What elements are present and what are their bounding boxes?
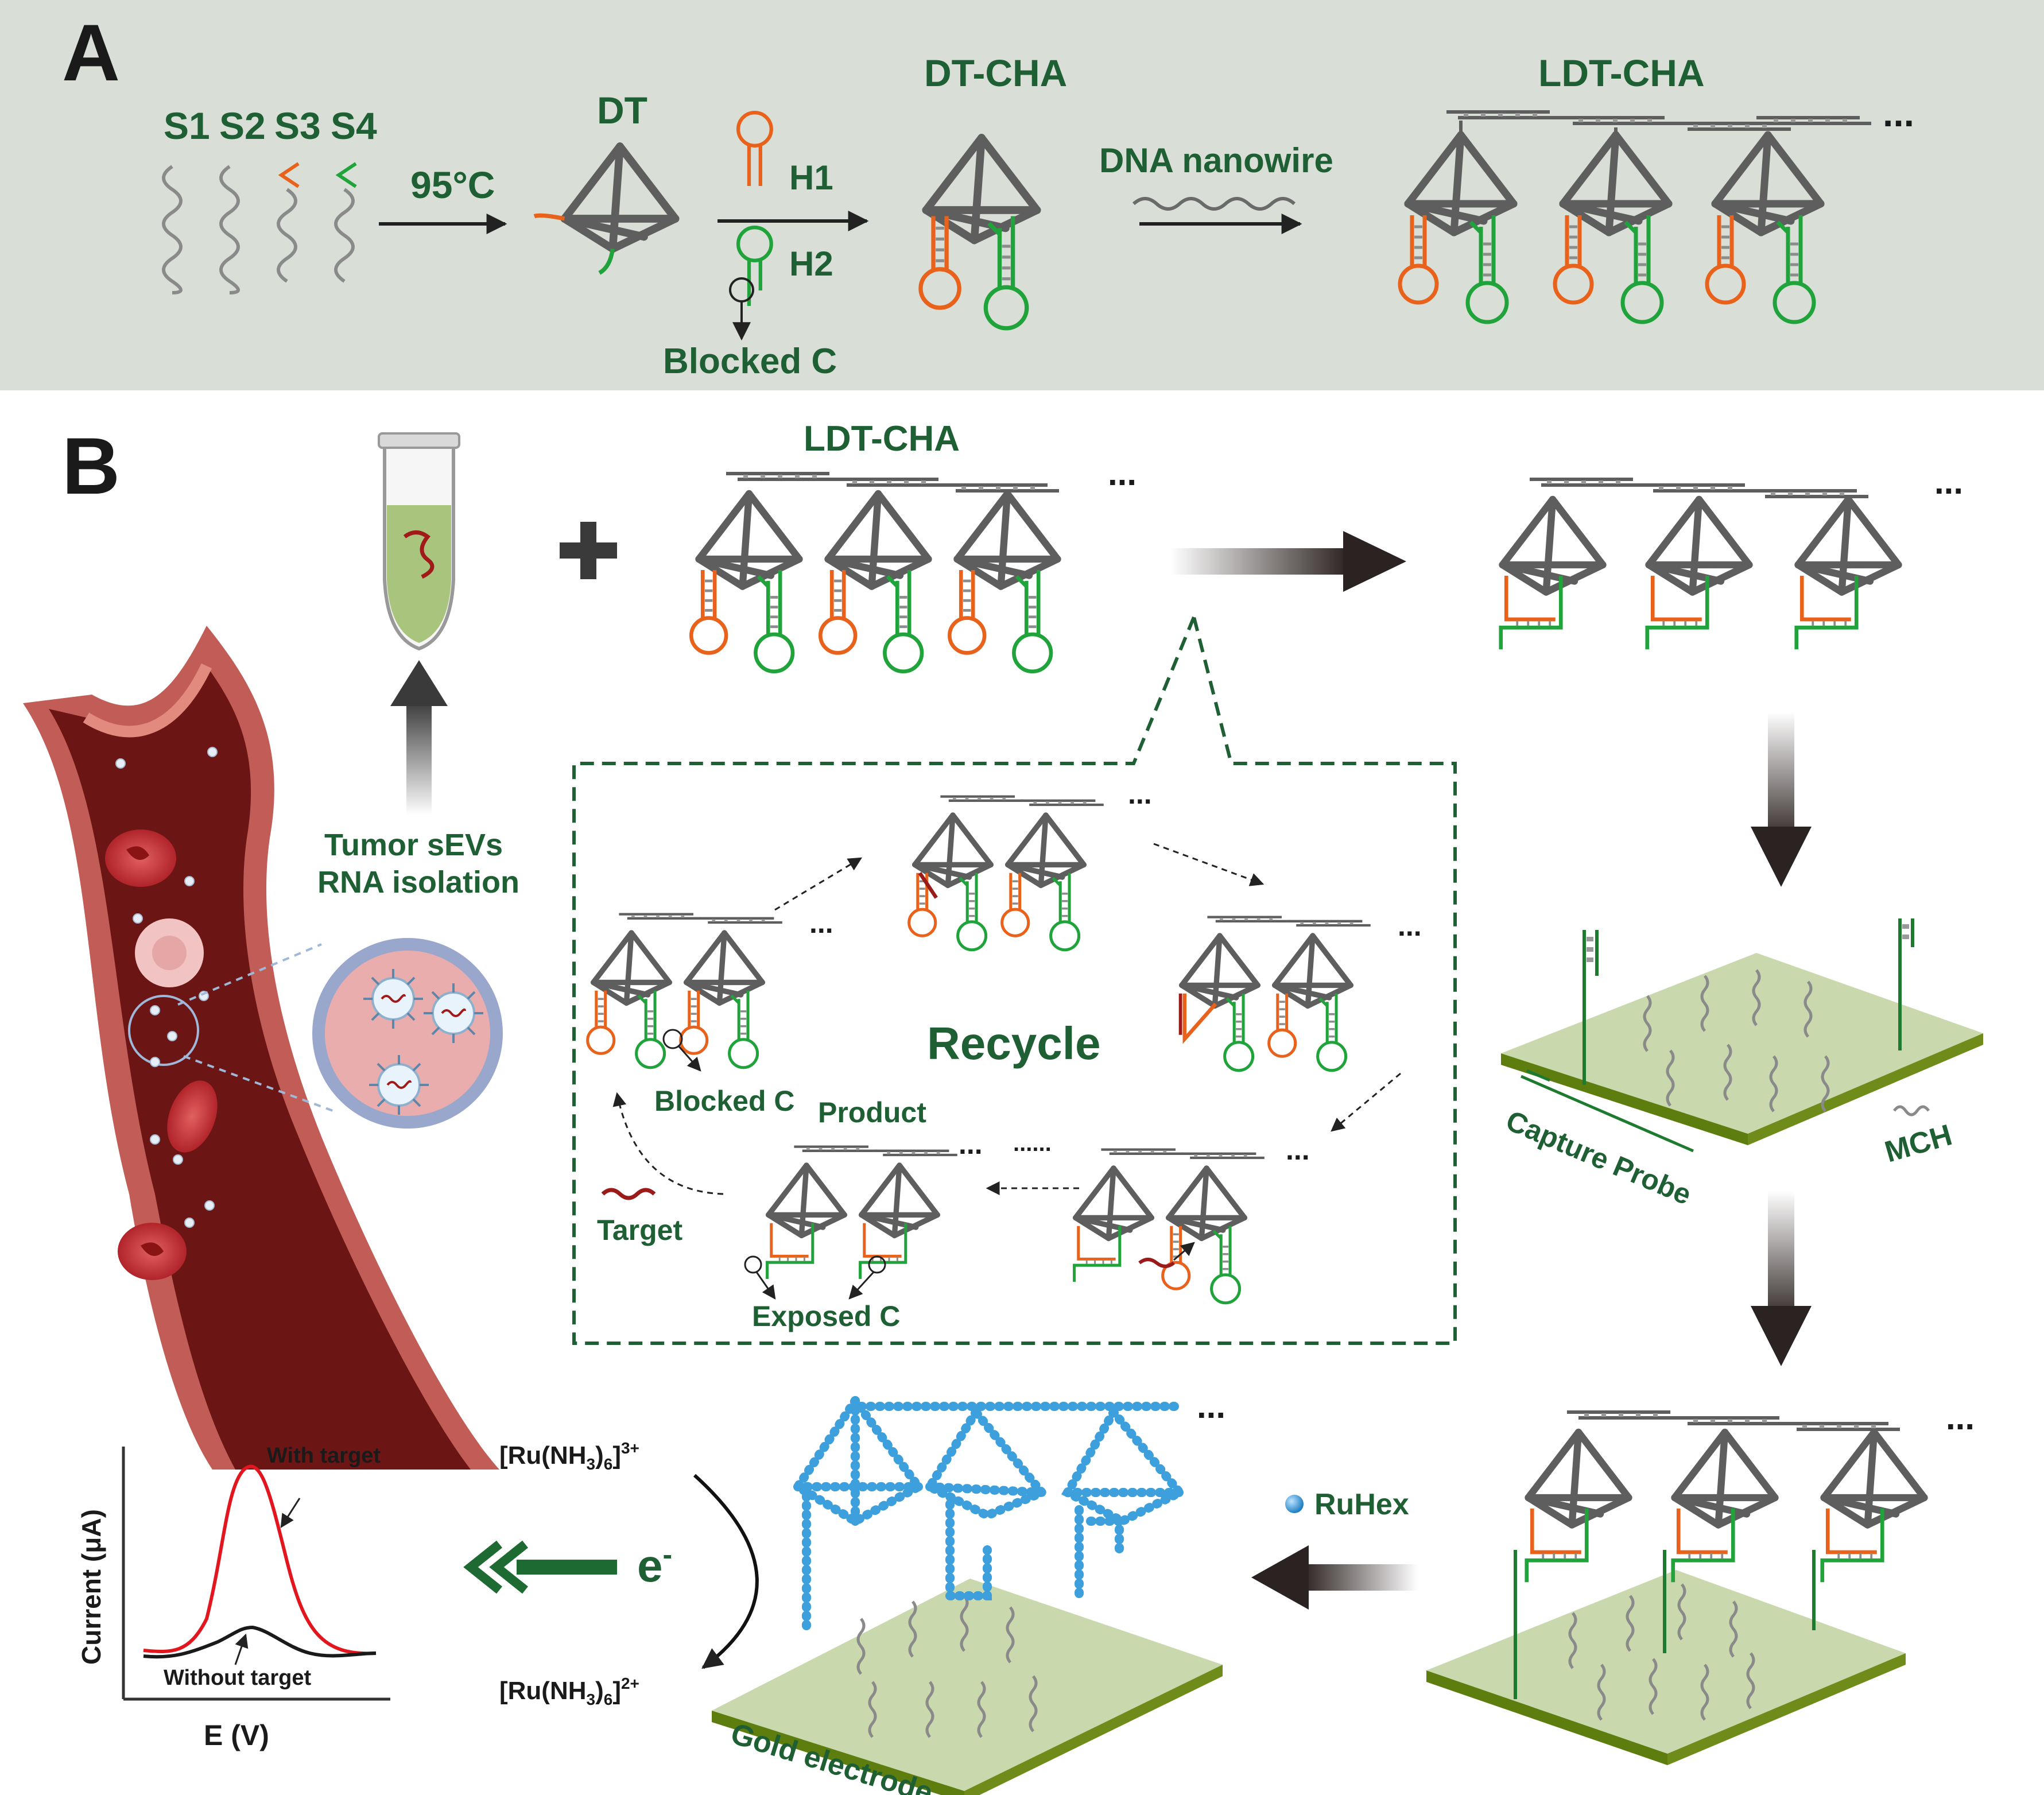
electron-transfer-arrow bbox=[463, 1540, 617, 1594]
strand-s1 bbox=[162, 165, 183, 294]
electron-label: e- bbox=[637, 1538, 672, 1591]
without-target-label: Without target bbox=[164, 1666, 312, 1690]
plus-icon bbox=[560, 522, 617, 579]
ldt-cha-structure-b: ... bbox=[691, 454, 1137, 672]
ellipsis-inset-2: ... bbox=[1128, 778, 1152, 810]
red-blood-cell bbox=[167, 1080, 218, 1153]
panel-a-letter: A bbox=[62, 7, 120, 98]
ruhex-arrow-shaft bbox=[1303, 1564, 1418, 1591]
product-label: Product bbox=[818, 1096, 926, 1129]
voltammogram-chart: With target Without target E (V) Current… bbox=[76, 1444, 390, 1751]
dt-cha-label: DT-CHA bbox=[924, 52, 1067, 94]
ellipsis-inset-1: ... bbox=[809, 907, 833, 939]
target-label: Target bbox=[597, 1214, 682, 1246]
strand-s4 bbox=[334, 188, 355, 283]
strand-s4-overhang bbox=[335, 162, 357, 188]
isolation-arrow-shaft bbox=[406, 700, 432, 815]
blocked-c-label: Blocked C bbox=[663, 342, 837, 381]
ldt-cha-structure-a: ... bbox=[1400, 92, 1914, 322]
ellipsis-inset-5: ... bbox=[959, 1128, 983, 1160]
step-arrow-down-2 bbox=[1768, 1191, 1794, 1323]
ldt-cha-label-b: LDT-CHA bbox=[804, 419, 960, 459]
sev-vesicle bbox=[368, 1054, 430, 1116]
magnified-region bbox=[128, 995, 199, 1066]
step-arrow-down-1 bbox=[1768, 712, 1794, 844]
redox-arrow bbox=[693, 1474, 759, 1669]
ellipsis-b2: ... bbox=[1934, 463, 1963, 501]
ruhex-oxidized-label: [Ru(NH3)6]3+ bbox=[499, 1439, 639, 1473]
hairpin-h1 bbox=[736, 111, 773, 187]
strand-label-s2: S2 bbox=[219, 104, 266, 147]
recycle-label: Recycle bbox=[927, 1018, 1100, 1069]
exposed-c-marker bbox=[868, 1255, 886, 1274]
ellipsis-b3: ... bbox=[1946, 1398, 1975, 1437]
electrode-capture-probe bbox=[1501, 918, 1983, 1145]
nanowire-label: DNA nanowire bbox=[1099, 141, 1333, 180]
ruhex-arrow-head bbox=[1251, 1545, 1309, 1610]
strand-s3 bbox=[277, 188, 297, 283]
isolation-arrow-head bbox=[390, 660, 448, 706]
reaction-arrow-shaft bbox=[1171, 548, 1349, 575]
sample-label-2: RNA isolation bbox=[317, 865, 519, 900]
exposed-c-marker bbox=[744, 1255, 762, 1274]
step-arrow-down-2-head bbox=[1751, 1306, 1812, 1366]
ruhex-icon bbox=[1285, 1495, 1304, 1513]
panel-b-letter: B bbox=[62, 421, 120, 511]
sev-vesicle bbox=[422, 982, 484, 1044]
blocked-c-pointer-inset bbox=[677, 1045, 701, 1072]
ellipsis-b1: ... bbox=[1108, 454, 1137, 493]
ruhex-electrode: ... Gold electrode bbox=[712, 1387, 1225, 1795]
annealing-temperature: 95°C bbox=[410, 164, 495, 206]
hairpin-h1-label: H1 bbox=[789, 158, 833, 197]
blocked-c-label-inset: Blocked C bbox=[654, 1085, 795, 1117]
ldt-product-structure: ... bbox=[1501, 463, 1963, 649]
ellipsis-a: ... bbox=[1883, 92, 1914, 134]
curve-without-target bbox=[143, 1625, 377, 1659]
target-rna-icon bbox=[601, 1188, 656, 1200]
recycle-inset: ... Blocked C ... ... bbox=[588, 778, 1422, 1332]
dotted-inset: ...... bbox=[1013, 1131, 1052, 1156]
ellipsis-inset-4: ... bbox=[1286, 1134, 1310, 1166]
sample-label-1: Tumor sEVs bbox=[324, 828, 503, 862]
dna-tetrahedron-dt bbox=[533, 146, 676, 275]
ssdna-strands bbox=[162, 162, 357, 294]
sample-tube bbox=[378, 432, 460, 651]
with-target-label: With target bbox=[267, 1444, 381, 1468]
ldt-cha-label-a: LDT-CHA bbox=[1538, 52, 1705, 94]
strand-label-s3: S3 bbox=[274, 104, 321, 147]
hairpin-h2-label: H2 bbox=[789, 245, 833, 283]
curve-with-target bbox=[143, 1464, 377, 1656]
ellipsis-b4: ... bbox=[1197, 1387, 1225, 1425]
strand-label-s4: S4 bbox=[331, 104, 377, 147]
blood-vessel-illustration bbox=[23, 626, 503, 1470]
ellipsis-inset-3: ... bbox=[1398, 910, 1422, 942]
reaction-arrow-head bbox=[1343, 531, 1406, 592]
nanowire-squiggle bbox=[1132, 197, 1296, 211]
exposed-c-label: Exposed C bbox=[752, 1300, 900, 1332]
ruhex-label: RuHex bbox=[1314, 1488, 1409, 1521]
capture-probe-label: Capture Probe bbox=[1502, 1104, 1696, 1211]
blocked-c-marker-inset bbox=[662, 1029, 683, 1049]
electrode-with-product: ... bbox=[1426, 1398, 1975, 1765]
voltammogram-xlabel: E (V) bbox=[204, 1719, 269, 1751]
sev-vesicle bbox=[362, 968, 424, 1030]
mch-legend: MCH bbox=[1881, 1105, 1956, 1169]
inset-callout-dashed bbox=[572, 611, 1457, 1345]
strand-labels: S1 S2 S3 S4 bbox=[164, 104, 377, 147]
step-arrow-down-1-head bbox=[1751, 827, 1812, 887]
ruhex-reduced-label: [Ru(NH3)6]2+ bbox=[499, 1674, 639, 1708]
dt-label: DT bbox=[597, 89, 647, 131]
voltammogram-ylabel: Current (μA) bbox=[76, 1509, 106, 1665]
strand-s2 bbox=[219, 165, 240, 294]
strand-s3-overhang bbox=[278, 162, 300, 188]
mch-label: MCH bbox=[1881, 1118, 1956, 1169]
strand-label-s1: S1 bbox=[164, 104, 210, 147]
sev-inset bbox=[312, 938, 503, 1129]
